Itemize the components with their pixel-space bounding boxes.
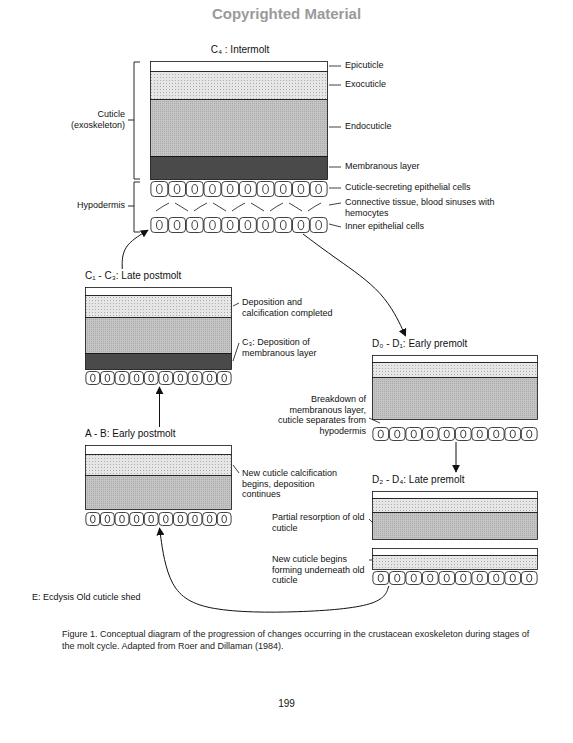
cycle-arrow — [303, 234, 406, 336]
cuticle-illustration — [150, 61, 328, 233]
figure-caption: Figure 1. Conceptual diagram of the prog… — [62, 628, 532, 652]
callout-note: Deposition and calcification completed — [242, 297, 337, 318]
callout-note: Partial resorption of old cuticle — [272, 512, 366, 533]
page-number: 199 — [0, 697, 573, 710]
layer-label: Epicuticle — [345, 60, 545, 71]
cuticle-illustration — [85, 287, 232, 385]
stage-heading: C₄ : Intermolt — [150, 44, 330, 56]
layer-label: Cuticle-secreting epithelial cells — [345, 182, 565, 193]
stage-panel: C₄ : Intermolt — [150, 44, 330, 233]
stage-panel: C₁ - C₃: Late postmolt — [85, 270, 234, 385]
cycle-arrow — [456, 442, 457, 472]
watermark: Copyrighted Material — [0, 5, 573, 23]
stage-label: E: Ecdysis Old cuticle shed — [30, 592, 143, 603]
cycle-arrow — [159, 387, 160, 427]
bracket-label: Hypodermis — [55, 200, 125, 211]
callout-note: C₃: Deposition of membranous layer — [242, 337, 342, 358]
stage-heading: D₀ - D₁: Early premolt — [372, 338, 540, 350]
layer-label: Endocuticle — [345, 121, 545, 132]
layer-label: Exocuticle — [345, 79, 545, 90]
callout-note: Breakdown of membranous layer, cuticle s… — [262, 394, 366, 436]
layer-label: Membranous layer — [345, 161, 545, 172]
stage-heading: A - B: Early postmolt — [85, 428, 234, 440]
cycle-arrow — [160, 528, 389, 612]
bracket — [128, 62, 140, 232]
stage-panel: A - B: Early postmolt — [85, 428, 234, 526]
bracket-label: Cuticle (exoskeleton) — [55, 109, 125, 130]
cuticle-illustration — [85, 445, 232, 526]
layer-label: Connective tissue, blood sinuses with he… — [345, 197, 495, 218]
callout-note: New cuticle calcification begins, deposi… — [242, 468, 352, 500]
stage-panel: D₀ - D₁: Early premolt — [372, 338, 540, 441]
stage-panel: D₂ - D₄: Late premolt — [372, 474, 540, 585]
stage-heading: C₁ - C₃: Late postmolt — [85, 270, 234, 282]
callout-note: New cuticle begins forming underneath ol… — [272, 554, 366, 586]
stage-heading: D₂ - D₄: Late premolt — [372, 474, 540, 486]
cuticle-illustration — [372, 491, 538, 585]
cuticle-illustration — [372, 355, 538, 441]
layer-label: Inner epithelial cells — [345, 221, 545, 232]
cycle-arrow — [122, 230, 148, 269]
